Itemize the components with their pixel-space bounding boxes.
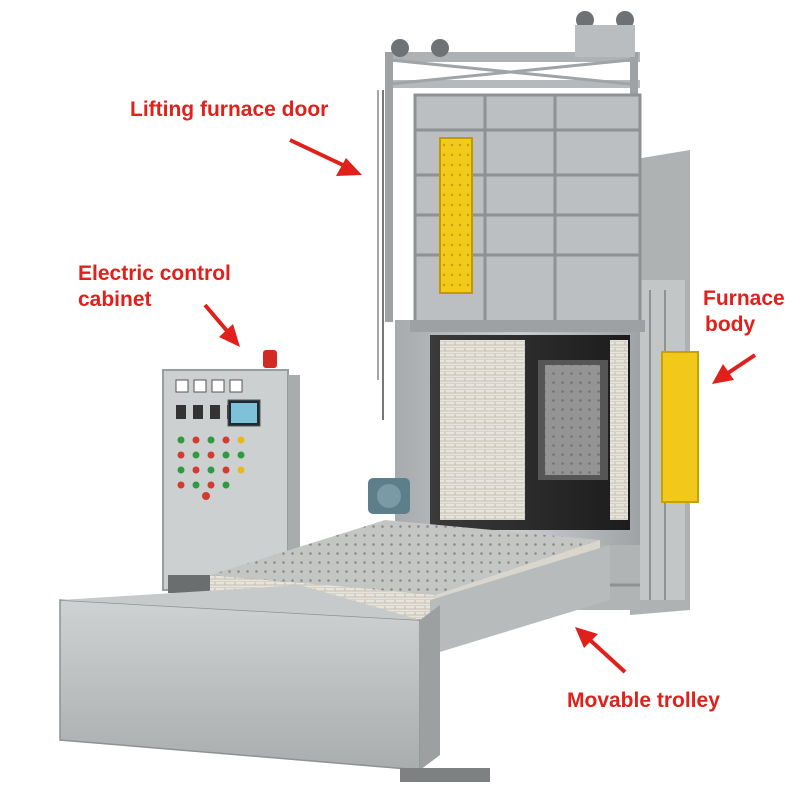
- movable-trolley: [59, 520, 610, 782]
- lifting-furnace-door: [410, 93, 645, 332]
- label-movable-trolley: Movable trolley: [567, 689, 720, 712]
- indicator-buttons-icon: [177, 436, 245, 500]
- label-electric-control-cabinet: Electric control cabinet: [78, 261, 231, 313]
- drive-motor: [368, 478, 410, 514]
- trolley-pointer-arrow-icon: [575, 627, 627, 674]
- annotation-arrows: [203, 138, 757, 674]
- alarm-beacon-icon: [263, 350, 277, 368]
- body-pointer-arrow-icon: [712, 353, 757, 384]
- label-cabinet-line1: Electric control: [78, 262, 231, 285]
- cabinet-pointer-arrow-icon: [203, 303, 240, 347]
- label-body-line2: body: [705, 313, 756, 336]
- label-furnace-body: Furnace body: [703, 286, 785, 338]
- label-cabinet-line2: cabinet: [78, 288, 152, 311]
- label-body-line1: Furnace: [703, 287, 785, 310]
- label-lifting-furnace-door: Lifting furnace door: [130, 98, 329, 121]
- furnace-opening: [430, 335, 630, 530]
- door-pointer-arrow-icon: [289, 138, 362, 176]
